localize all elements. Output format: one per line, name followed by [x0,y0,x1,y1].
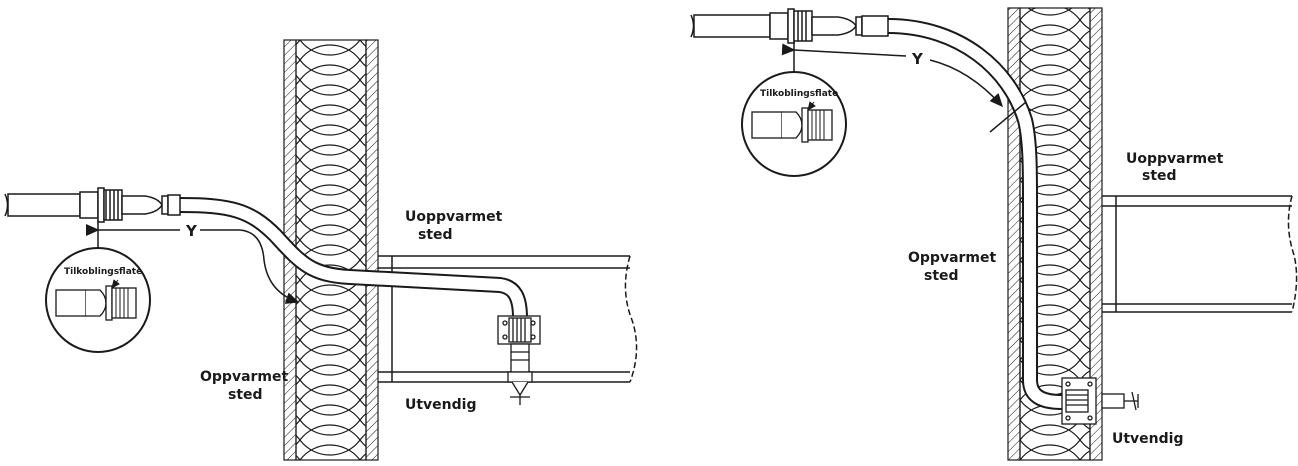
right-beam [1102,195,1298,313]
left-detail-magnifier [45,247,151,353]
left-hose [179,197,528,319]
left-wall [283,39,379,461]
right-heated-label-2: sted [924,268,959,284]
left-supply-pipe [4,187,181,223]
left-unheated-label-2: sted [418,227,453,243]
right-supply-pipe [690,8,889,44]
right-diagram: Y Tilkoblingsflate Uoppvarmet sted Oppva… [690,7,1298,461]
right-unheated-label-1: Uoppvarmet [1126,151,1224,167]
left-diagram: Y Tilkoblingsflate Uoppvarmet sted Oppva… [4,39,638,461]
right-heated-label-1: Oppvarmet [908,250,997,266]
right-y-label: Y [911,50,924,68]
left-heated-label-2: sted [228,387,263,403]
right-unheated-label-2: sted [1142,168,1177,184]
left-sprinkler-head [497,315,541,405]
left-unheated-label-1: Uoppvarmet [405,209,503,225]
right-connection-label: Tilkoblingsflate [760,89,838,99]
right-outside-label: Utvendig [1112,431,1184,447]
left-beam [378,255,638,383]
right-detail-magnifier [741,71,847,177]
left-outside-label: Utvendig [405,397,477,413]
left-y-label: Y [185,222,198,240]
right-sprinkler-head [1061,377,1139,425]
left-heated-label-1: Oppvarmet [200,369,289,385]
left-connection-label: Tilkoblingsflate [64,267,142,277]
right-hose [887,18,1063,410]
